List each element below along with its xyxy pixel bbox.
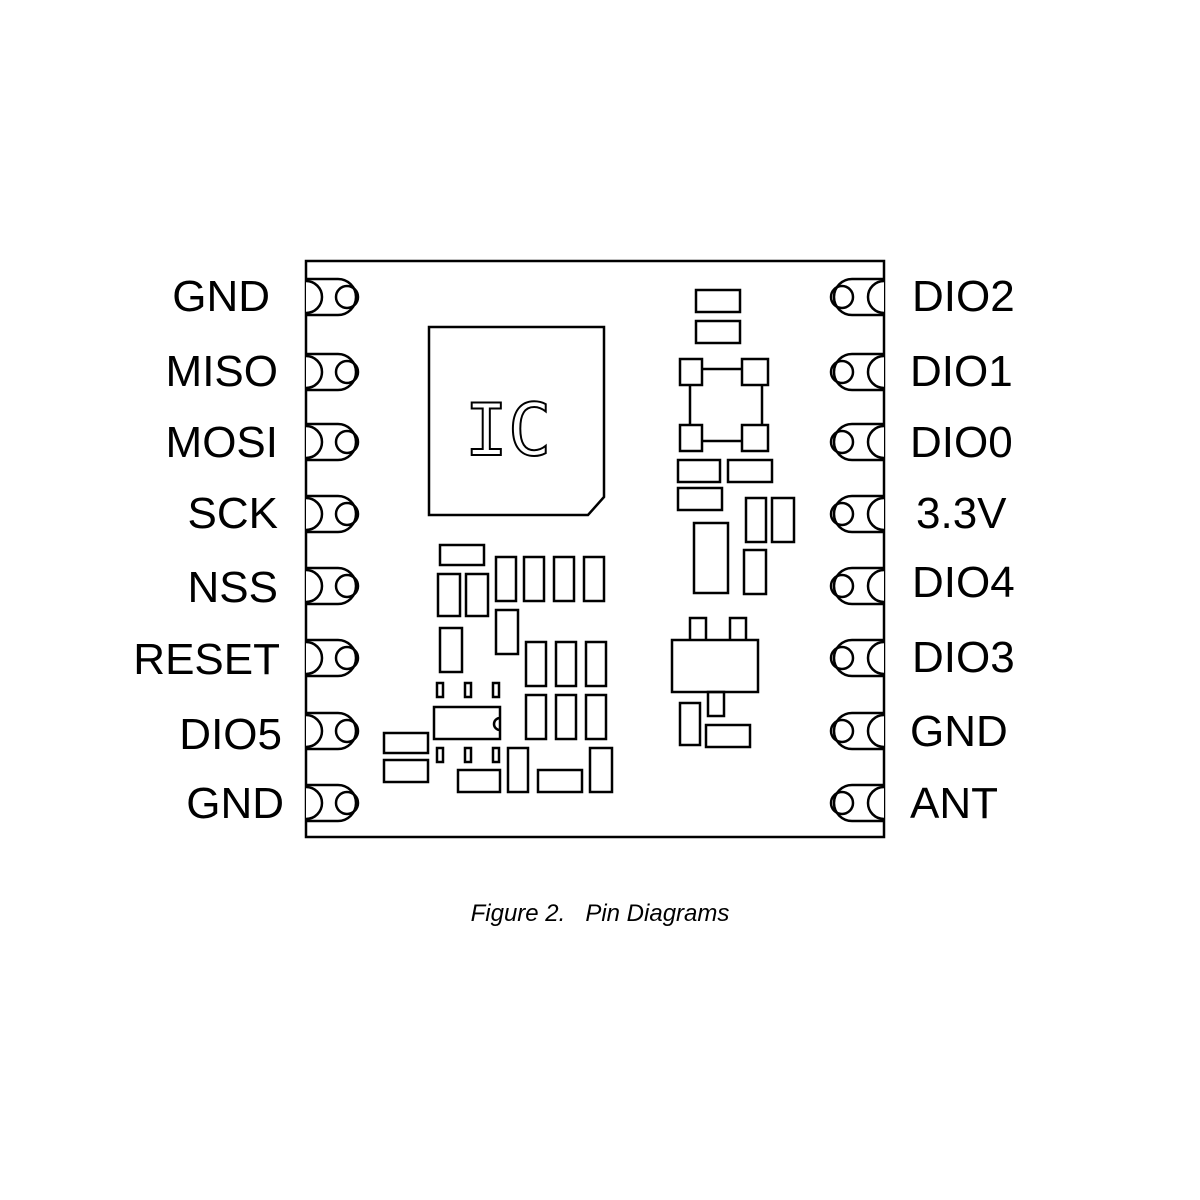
ic-chip: [427, 325, 606, 517]
pin-label-right-2: DIO1: [910, 347, 1013, 396]
right-pad-3: [829, 422, 885, 462]
pin-label-left-1: GND: [172, 272, 270, 321]
right-pad-1: [829, 277, 885, 317]
pin-label-right-5: DIO4: [912, 558, 1015, 607]
module-outline: [304, 259, 886, 839]
figure-caption: Figure 2. Pin Diagrams: [470, 900, 730, 927]
pin-label-right-1: DIO2: [912, 272, 1015, 321]
pin-label-right-7: GND: [910, 707, 1008, 756]
pin-label-right-6: DIO3: [912, 633, 1015, 682]
left-pad-8: [305, 783, 360, 823]
left-pad-3: [305, 422, 360, 462]
module-board: [304, 259, 886, 839]
pin-label-right-3: DIO0: [910, 418, 1013, 467]
right-pad-6: [829, 638, 885, 678]
smd-components-lower-right: [670, 616, 760, 749]
pin-label-left-3: MOSI: [165, 418, 278, 467]
right-pad-5: [829, 566, 885, 606]
left-pad-2: [305, 352, 360, 392]
pin-label-left-4: SCK: [187, 489, 278, 538]
pin-label-right-4: 3.3V: [916, 489, 1007, 538]
pin-label-left-5: NSS: [187, 563, 278, 612]
left-pad-7: [305, 711, 360, 751]
left-pad-5: [305, 566, 360, 606]
right-pad-7: [829, 711, 885, 751]
right-pad-4: [829, 494, 885, 534]
left-pad-4: [305, 494, 360, 534]
pin-label-left-2: MISO: [165, 347, 278, 396]
left-pad-6: [305, 638, 360, 678]
left-pin-pads: [305, 277, 360, 823]
smd-components-center: [382, 543, 614, 794]
right-pin-pads: [829, 277, 885, 823]
left-pad-1: [305, 277, 360, 317]
smd-components-upper-right: [676, 288, 796, 596]
pin-label-left-8: GND: [186, 779, 284, 828]
crystal-outline: [688, 367, 764, 443]
ic-chip-outline: [427, 325, 606, 517]
soic-chip-body: [432, 705, 502, 741]
pin-label-right-8: ANT: [910, 779, 998, 828]
regulator-body: [670, 638, 760, 694]
pin-label-left-7: DIO5: [179, 710, 282, 759]
right-pad-2: [829, 352, 885, 392]
right-pad-8: [829, 783, 885, 823]
pin-label-left-6: RESET: [133, 635, 280, 684]
ic-chip-label: IC: [465, 388, 552, 472]
